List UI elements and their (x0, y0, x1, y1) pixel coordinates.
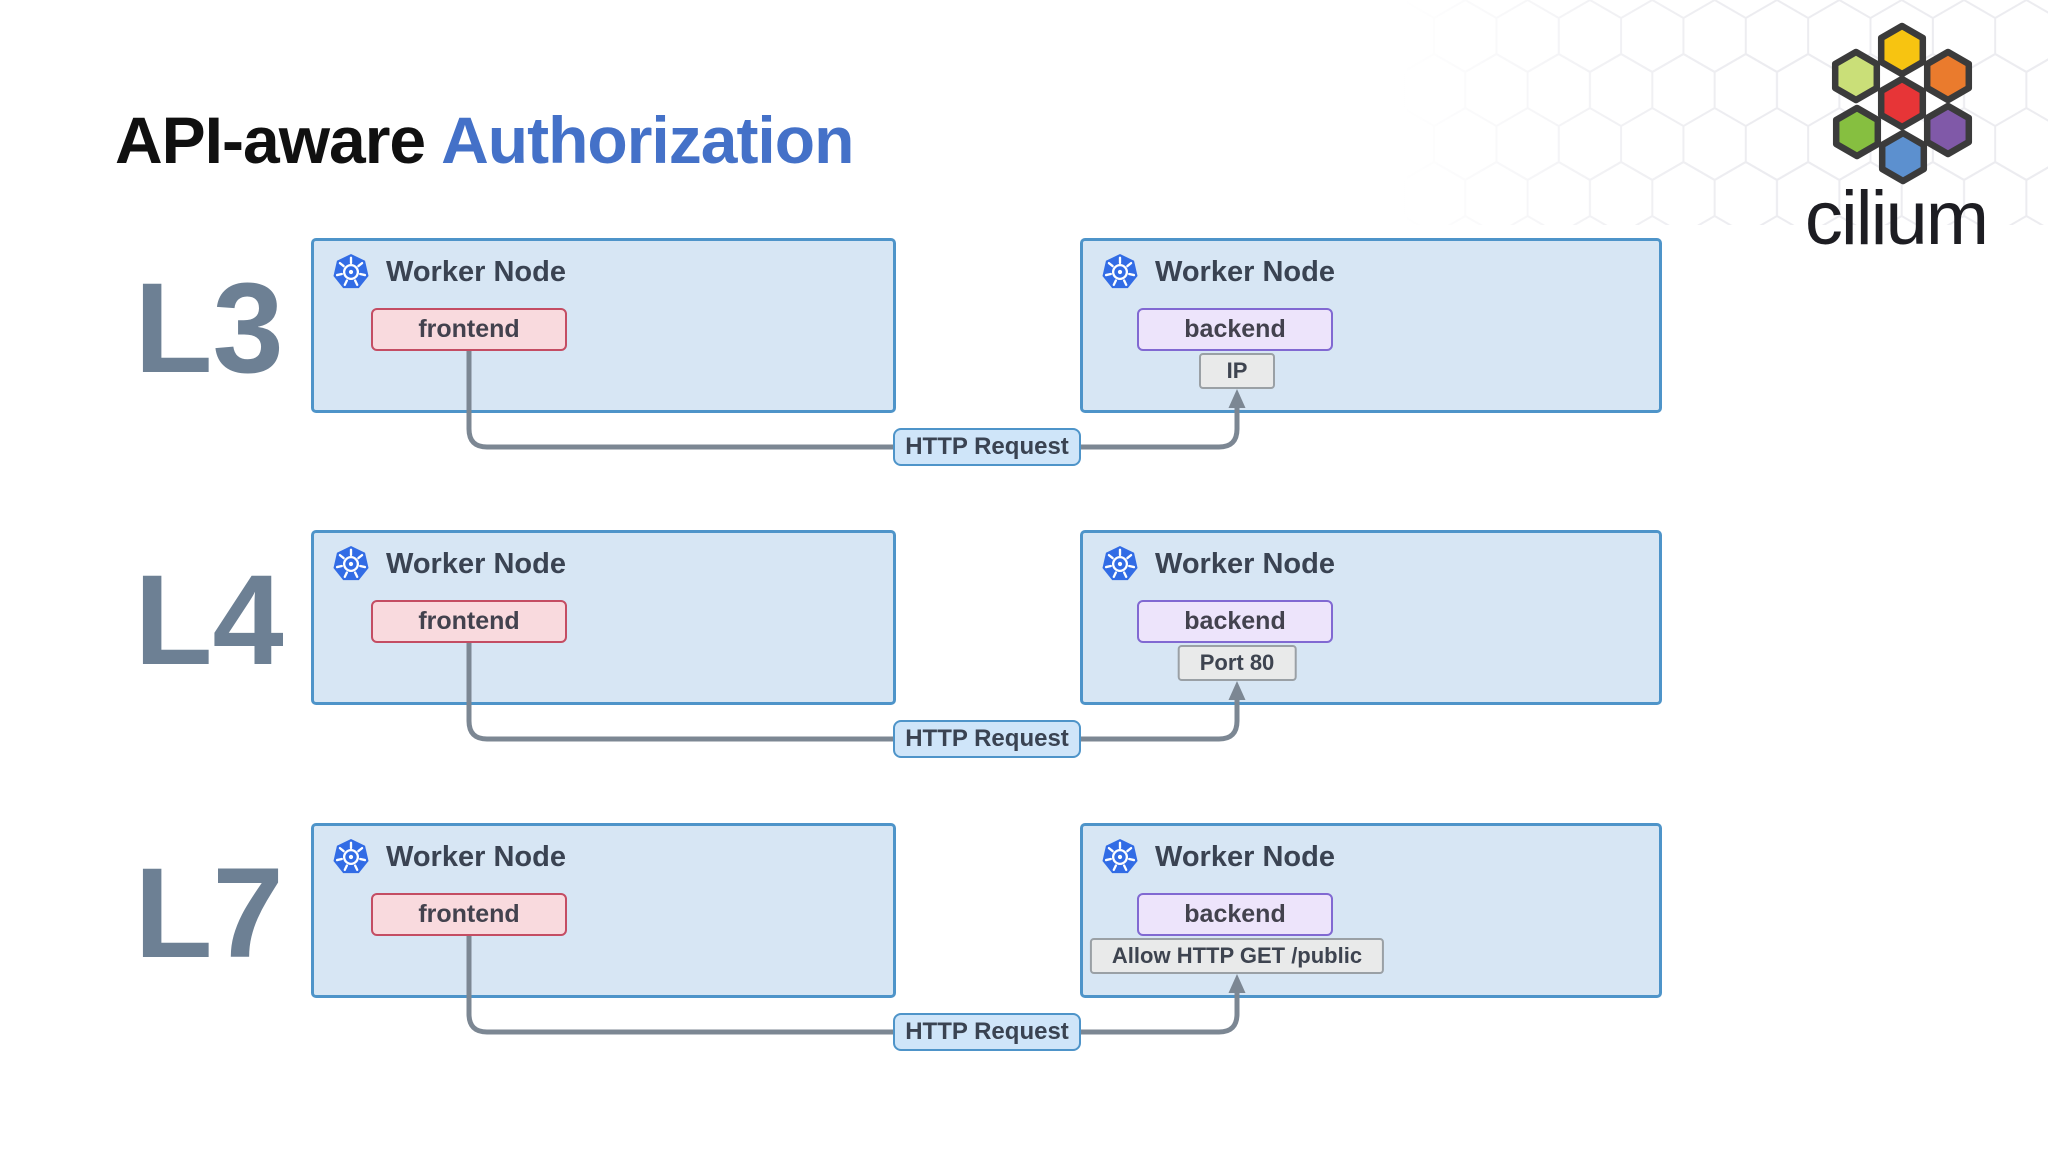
hex-blue (1878, 129, 1928, 185)
worker-node-title: Worker Node (1155, 547, 1335, 580)
http-request-label: HTTP Request (893, 1013, 1081, 1051)
worker-node-header: Worker Node (1101, 545, 1335, 583)
worker-node-title: Worker Node (386, 547, 566, 580)
title-text-accent: Authorization (441, 103, 854, 177)
worker-node-header: Worker Node (1101, 253, 1335, 291)
l3-http-request-arrow (466, 350, 1246, 450)
hex-orange (1923, 48, 1973, 104)
http-request-label: HTTP Request (893, 720, 1081, 758)
kubernetes-icon (1102, 254, 1138, 289)
cilium-logo: cilium (1805, 22, 1989, 260)
worker-node-header: Worker Node (1101, 838, 1335, 876)
kubernetes-icon (1102, 839, 1138, 874)
kubernetes-icon (333, 839, 369, 874)
backend-pod: backend (1137, 600, 1333, 643)
worker-node-title: Worker Node (1155, 255, 1335, 288)
frontend-pod: frontend (371, 308, 567, 351)
layer-label-l7: L7 (134, 842, 284, 985)
layer-label-l4: L4 (134, 549, 284, 692)
hex-yellow (1877, 22, 1927, 78)
arrowhead-icon (1228, 974, 1246, 993)
backend-pod: backend (1137, 893, 1333, 936)
kubernetes-icon (333, 254, 369, 289)
arrowhead-icon (1228, 389, 1246, 408)
http-request-label: HTTP Request (893, 428, 1081, 466)
worker-node-title: Worker Node (386, 255, 566, 288)
worker-node-title: Worker Node (1155, 840, 1335, 873)
title-text-black: API-aware (115, 103, 426, 177)
l4-http-request-arrow (466, 642, 1246, 742)
hex-light-green (1831, 48, 1881, 104)
arrowhead-icon (1228, 681, 1246, 700)
cilium-wordmark: cilium (1805, 176, 1987, 260)
hex-red (1877, 75, 1927, 131)
frontend-pod: frontend (371, 893, 567, 936)
layer-label-l3: L3 (134, 257, 284, 400)
cilium-hex-flower-icon (1831, 22, 1973, 185)
l7-http-request-arrow (466, 935, 1246, 1035)
kubernetes-icon (1102, 546, 1138, 581)
worker-node-header: Worker Node (332, 253, 566, 291)
backend-pod: backend (1137, 308, 1333, 351)
worker-node-l3-right: Worker Node (1080, 238, 1662, 413)
hex-green (1832, 104, 1882, 160)
policy-box-ip: IP (1199, 353, 1275, 389)
frontend-pod: frontend (371, 600, 567, 643)
kubernetes-icon (333, 546, 369, 581)
worker-node-title: Worker Node (386, 840, 566, 873)
worker-node-header: Worker Node (332, 838, 566, 876)
policy-box-port-80: Port 80 (1177, 645, 1297, 681)
hex-purple (1923, 102, 1973, 158)
worker-node-header: Worker Node (332, 545, 566, 583)
policy-box-allow-http-get-public: Allow HTTP GET /public (1089, 938, 1385, 974)
